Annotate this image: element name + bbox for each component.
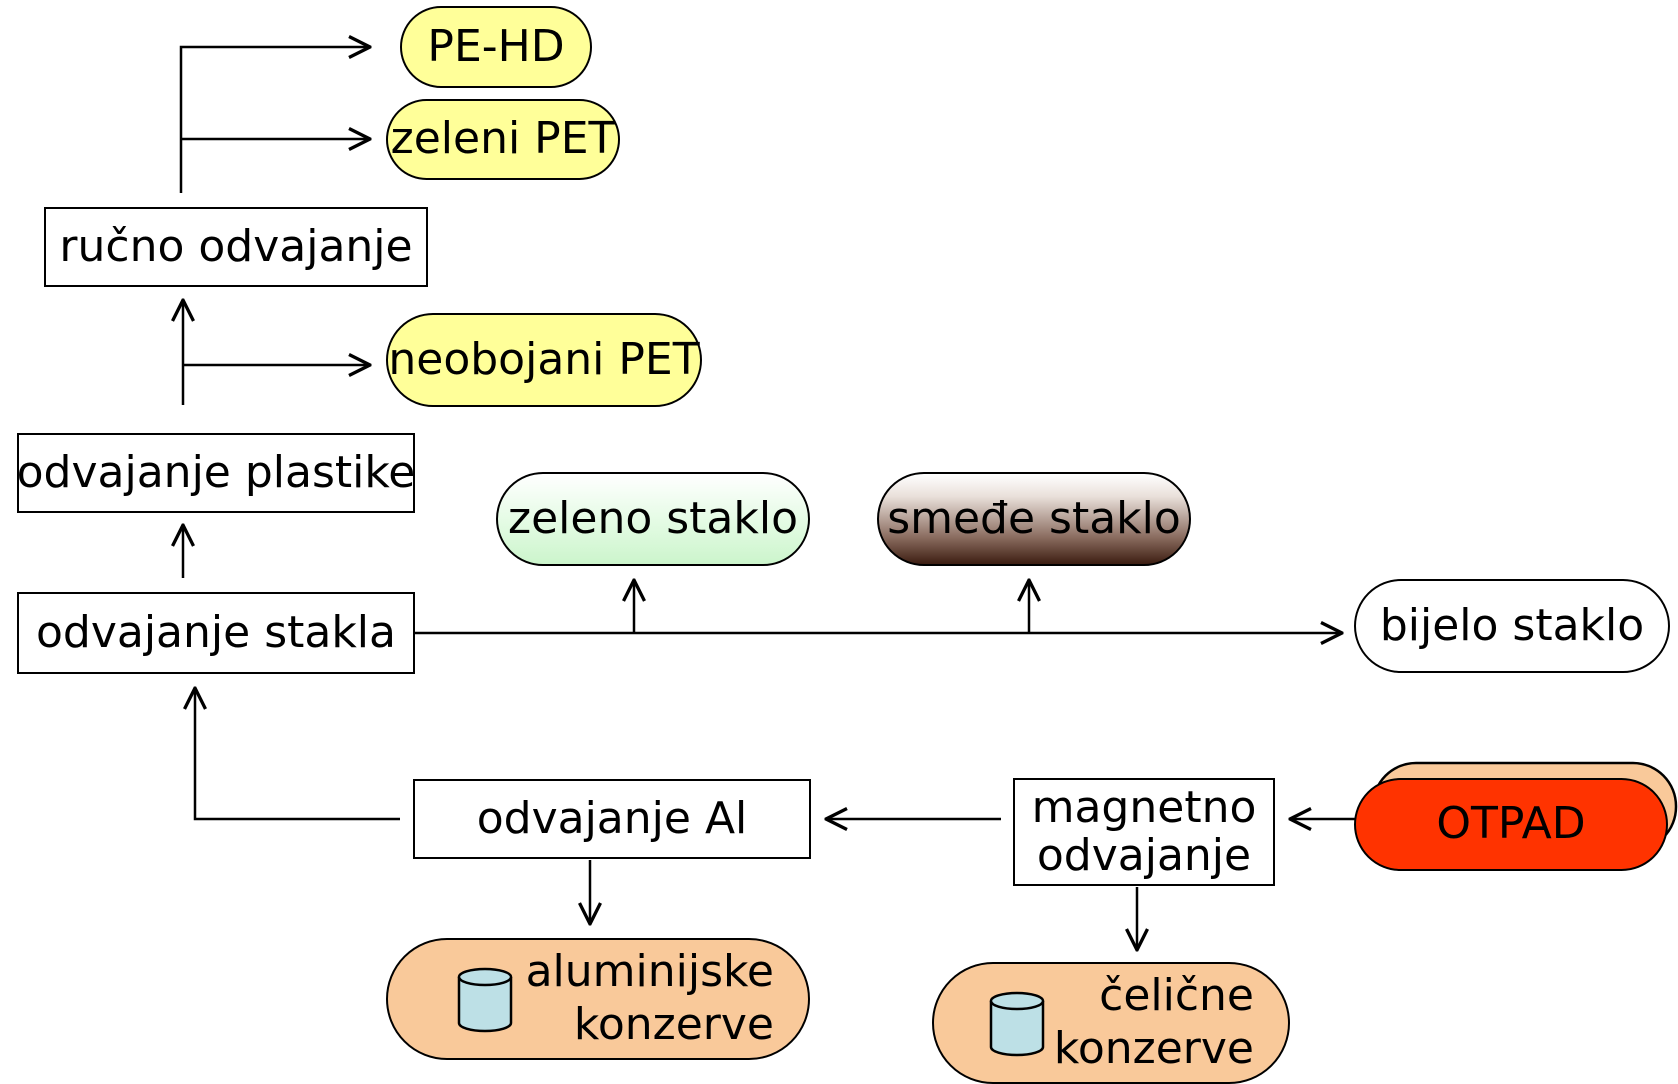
node-odvajanje-stakla-label: odvajanje stakla (35, 606, 396, 658)
cylinder-can-icon (457, 967, 513, 1033)
node-bijelo-staklo: bijelo staklo (1354, 579, 1670, 673)
arrow-rucno-to-pehd (179, 47, 370, 193)
node-neobojani-pet: neobojani PET (386, 313, 702, 407)
node-otpad-label: OTPAD (1436, 798, 1586, 850)
node-zeleno-staklo-label: zeleno staklo (507, 492, 799, 544)
node-odvajanje-al: odvajanje Al (413, 779, 811, 859)
node-zeleno-staklo: zeleno staklo (496, 472, 810, 566)
node-zeleni-pet-label: zeleni PET (390, 113, 616, 165)
cylinder-can-icon (989, 991, 1045, 1057)
node-smede-staklo: smeđe staklo (877, 472, 1191, 566)
node-aluminijske-line2: konzerve (573, 999, 774, 1050)
node-smede-staklo-label: smeđe staklo (887, 492, 1181, 544)
node-bijelo-staklo-label: bijelo staklo (1379, 599, 1645, 651)
node-neobojani-pet-label: neobojani PET (388, 333, 700, 385)
node-magnetno-odvajanje-line1: magnetno (1031, 781, 1257, 833)
node-magnetno-odvajanje: magnetno odvajanje (1013, 778, 1275, 886)
node-celicne-line1: čelične (1099, 970, 1254, 1022)
node-odvajanje-plastike: odvajanje plastike (17, 433, 415, 513)
node-rucno-odvajanje-label: ručno odvajanje (59, 220, 413, 272)
node-pe-hd: PE-HD (400, 6, 592, 88)
node-aluminijske-konzerve: aluminijske konzerve (386, 938, 810, 1060)
node-rucno-odvajanje: ručno odvajanje (44, 207, 428, 287)
node-magnetno-odvajanje-line2: odvajanje (1036, 830, 1252, 881)
node-zeleni-pet: zeleni PET (386, 99, 620, 180)
node-pe-hd-label: PE-HD (427, 20, 565, 72)
node-celicne-konzerve: čelične konzerve (932, 962, 1290, 1084)
node-odvajanje-stakla: odvajanje stakla (17, 592, 415, 674)
node-odvajanje-al-label: odvajanje Al (476, 792, 748, 844)
node-odvajanje-plastike-label: odvajanje plastike (16, 446, 416, 498)
arrow-al-to-staklo (195, 688, 400, 821)
node-aluminijske-line1: aluminijske (525, 946, 774, 998)
node-celicne-line2: konzerve (1053, 1023, 1254, 1074)
node-otpad: OTPAD (1354, 778, 1668, 871)
